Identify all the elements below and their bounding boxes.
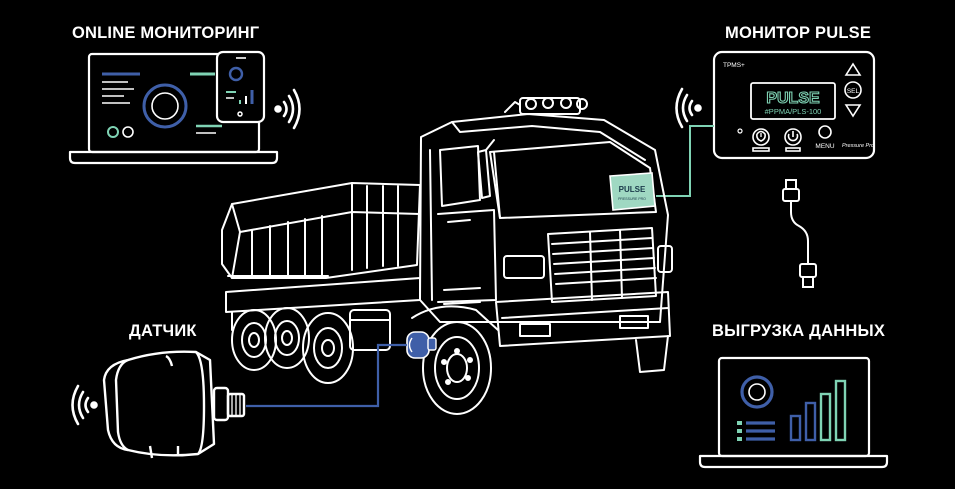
badge-subtitle: PRESSURE PRO bbox=[618, 197, 646, 201]
label-monitor-pulse: МОНИТОР PULSE bbox=[725, 24, 872, 42]
truck-pulse-badge: PULSE PRESSURE PRO bbox=[609, 172, 656, 211]
up-arrow-icon bbox=[844, 62, 862, 76]
monitor-connection-line bbox=[656, 125, 714, 197]
monitor-screen-title: PULSE bbox=[766, 90, 820, 107]
label-sensor: ДАТЧИК bbox=[129, 322, 197, 340]
export-laptop-icon bbox=[698, 356, 889, 469]
wifi-icon bbox=[71, 384, 98, 426]
truck-drawing bbox=[221, 97, 673, 415]
label-online-monitoring: ONLINE МОНИТОРИНГ bbox=[72, 24, 260, 42]
wifi-icon bbox=[675, 87, 702, 129]
bar-chart-icon bbox=[789, 379, 847, 442]
power-icon bbox=[784, 128, 802, 152]
sel-label: SEL bbox=[847, 88, 860, 95]
tire-warning-icon bbox=[752, 128, 770, 152]
monitor-top-label: TPMS+ bbox=[723, 62, 745, 69]
wifi-icon bbox=[274, 88, 301, 130]
led-icon bbox=[737, 128, 743, 134]
phone-icon bbox=[215, 50, 266, 124]
usb-cable-icon bbox=[782, 179, 817, 288]
menu-label: MENU bbox=[815, 143, 834, 150]
monitor-brand: Pressure Pro bbox=[842, 143, 874, 149]
label-data-export: ВЫГРУЗКА ДАННЫХ bbox=[712, 322, 886, 340]
down-arrow-icon bbox=[844, 104, 862, 118]
menu-button: MENU bbox=[815, 125, 835, 150]
monitor-screen-model: #PPMA/PLS-100 bbox=[765, 107, 822, 116]
sensor-connection-line bbox=[246, 343, 407, 408]
monitor-device: TPMS+ PULSE #PPMA/PLS-100 SEL MENU Press… bbox=[712, 50, 876, 160]
sel-button bbox=[844, 81, 862, 99]
badge-title: PULSE bbox=[619, 185, 646, 194]
laptop-icon bbox=[68, 52, 279, 165]
sensor-icon bbox=[102, 350, 246, 459]
